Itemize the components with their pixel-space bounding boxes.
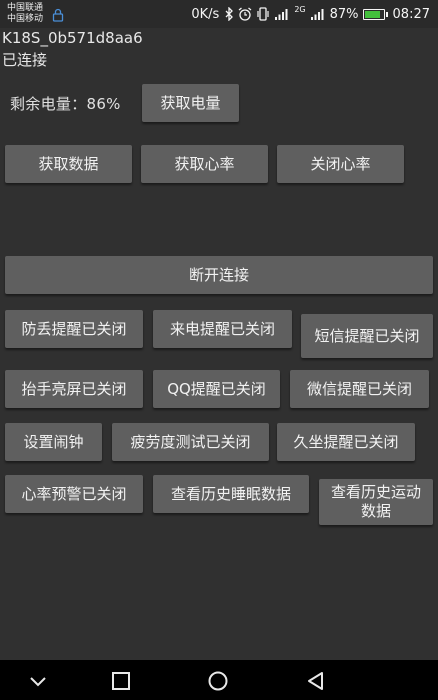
get-heart-rate-button[interactable]: 获取心率 xyxy=(141,145,268,183)
connection-status: 已连接 xyxy=(2,51,48,69)
carrier-1: 中国联通 xyxy=(7,3,44,13)
bluetooth-icon xyxy=(225,7,234,21)
network-type: 2G xyxy=(294,5,306,14)
alarm-icon xyxy=(238,7,252,21)
sms-reminder-button[interactable]: 短信提醒已关闭 xyxy=(301,314,433,358)
device-name: K18S_0b571d8aa6 xyxy=(2,29,143,47)
back-triangle-icon[interactable] xyxy=(305,670,327,692)
qq-reminder-button[interactable]: QQ提醒已关闭 xyxy=(153,370,280,408)
close-heart-rate-button[interactable]: 关闭心率 xyxy=(277,145,404,183)
carrier-2: 中国移动 xyxy=(7,14,44,24)
battery-icon xyxy=(362,8,388,20)
get-battery-button[interactable]: 获取电量 xyxy=(142,84,239,122)
status-bar: 中国联通 中国移动 0K/s 2G 8 xyxy=(0,0,438,28)
sport-history-button[interactable]: 查看历史运动数据 xyxy=(319,479,433,525)
remaining-battery-label: 剩余电量：86% xyxy=(10,95,121,113)
chevron-down-icon[interactable] xyxy=(27,670,49,692)
get-data-button[interactable]: 获取数据 xyxy=(5,145,132,183)
set-alarm-button[interactable]: 设置闹钟 xyxy=(5,423,102,461)
fatigue-test-button[interactable]: 疲劳度测试已关闭 xyxy=(112,423,269,461)
signal-icon-2 xyxy=(310,9,324,20)
home-circle-icon[interactable] xyxy=(207,670,229,692)
sleep-history-button[interactable]: 查看历史睡眠数据 xyxy=(153,475,309,513)
anti-lost-reminder-button[interactable]: 防丢提醒已关闭 xyxy=(5,310,143,348)
raise-wrist-button[interactable]: 抬手亮屏已关闭 xyxy=(5,370,143,408)
navigation-bar xyxy=(0,660,438,700)
disconnect-button[interactable]: 断开连接 xyxy=(5,256,433,294)
wechat-reminder-button[interactable]: 微信提醒已关闭 xyxy=(290,370,429,408)
sedentary-reminder-button[interactable]: 久坐提醒已关闭 xyxy=(277,423,415,461)
heart-rate-alert-button[interactable]: 心率预警已关闭 xyxy=(5,475,143,513)
recent-square-icon[interactable] xyxy=(110,670,132,692)
signal-icon xyxy=(275,9,288,20)
vibrate-icon xyxy=(257,7,269,21)
clock: 08:27 xyxy=(392,6,430,22)
battery-percent: 87% xyxy=(329,6,359,22)
net-speed: 0K/s xyxy=(191,6,220,22)
call-reminder-button[interactable]: 来电提醒已关闭 xyxy=(153,310,292,348)
lock-icon xyxy=(52,8,64,22)
